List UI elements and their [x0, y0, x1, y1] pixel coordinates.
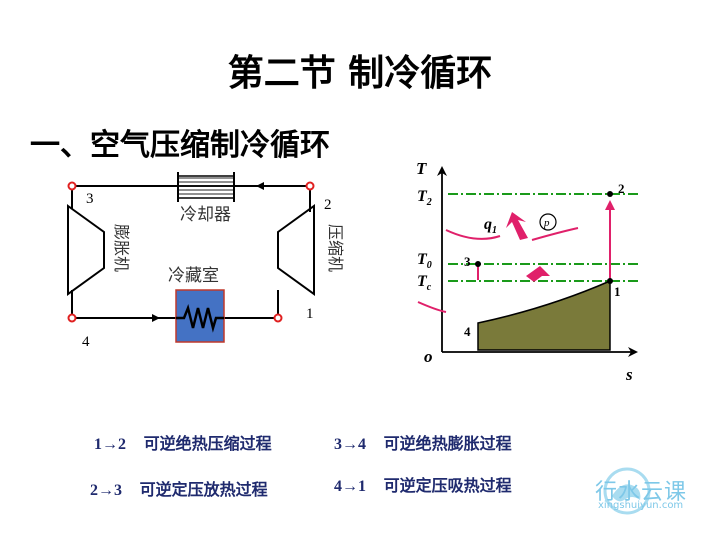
compressor-label: 压缩机: [326, 224, 345, 272]
q1-left-curve: [445, 229, 501, 240]
process-4-1-desc: 可逆定压吸热过程: [383, 476, 512, 495]
cycle-schematic: 3 2 4 1 冷却器 冷藏室 膨胀机 压缩机: [67, 172, 345, 350]
expander: [67, 204, 105, 296]
node-1: [273, 313, 283, 323]
watermark-text: 行水云课: [595, 480, 688, 505]
q1-up-arrow: [506, 212, 528, 240]
cycle-label-4: 4: [82, 334, 90, 350]
process-2-3-num: 2→3: [90, 482, 122, 499]
ts-diagram: T s o T2 T0 Tc q1 p 2 3 1: [416, 159, 638, 384]
cold-room-label: 冷藏室: [168, 266, 219, 286]
p-circle: [539, 213, 557, 231]
slide-title: 第二节 制冷循环: [227, 53, 493, 94]
process-3-4-desc: 可逆绝热膨胀过程: [383, 434, 512, 453]
heat-area: [477, 279, 611, 351]
ts-point-3: [475, 261, 481, 267]
process-1-2: 1→2 可逆绝热压缩过程: [94, 430, 272, 454]
ts-label-1: 1: [614, 284, 621, 299]
qc-up-arrow: [526, 266, 550, 282]
ts-point-1: [607, 278, 613, 284]
process-3-4-num: 3→4: [334, 436, 366, 453]
slide-subtitle: 一、空气压缩制冷循环: [30, 128, 330, 163]
t-axis-label: T: [416, 159, 427, 178]
process-4-1-num: 4→1: [334, 478, 366, 495]
process-3-4: 3→4 可逆绝热膨胀过程: [334, 430, 512, 454]
ts-label-4: 4: [464, 324, 471, 339]
node-2: [305, 181, 315, 191]
t0-label: T0: [417, 251, 432, 271]
tc-label: Tc: [417, 273, 432, 293]
expander-label: 膨胀机: [112, 224, 131, 272]
ts-label-3: 3: [464, 254, 471, 269]
ts-label-2: 2: [618, 181, 625, 196]
origin-label: o: [424, 347, 433, 366]
q1-label: q1: [484, 216, 497, 236]
node-4: [67, 313, 77, 323]
watermark-logo-icon: [603, 467, 651, 515]
cycle-label-3: 3: [86, 191, 94, 207]
cooler-label: 冷却器: [180, 205, 231, 225]
q2-curve: [417, 301, 447, 313]
s-axis-label: s: [625, 365, 633, 384]
t2-label: T2: [417, 188, 432, 208]
cycle-label-1: 1: [306, 306, 314, 322]
node-3: [67, 181, 77, 191]
process-1-2-desc: 可逆绝热压缩过程: [143, 434, 272, 453]
process-1-2-num: 1→2: [94, 436, 126, 453]
process-2-3-desc: 可逆定压放热过程: [139, 480, 268, 499]
cold-room: [175, 289, 225, 343]
process-4-1: 4→1 可逆定压吸热过程: [334, 472, 512, 496]
cooler: [177, 172, 235, 202]
process-2-3: 2→3 可逆定压放热过程: [90, 476, 268, 500]
q1-right-curve: [531, 227, 579, 241]
p-label: p: [543, 217, 550, 229]
cycle-label-2: 2: [324, 197, 332, 213]
compressor: [277, 204, 315, 296]
watermark-url: xingshuiyun.com: [598, 500, 684, 511]
ts-point-2: [607, 191, 613, 197]
